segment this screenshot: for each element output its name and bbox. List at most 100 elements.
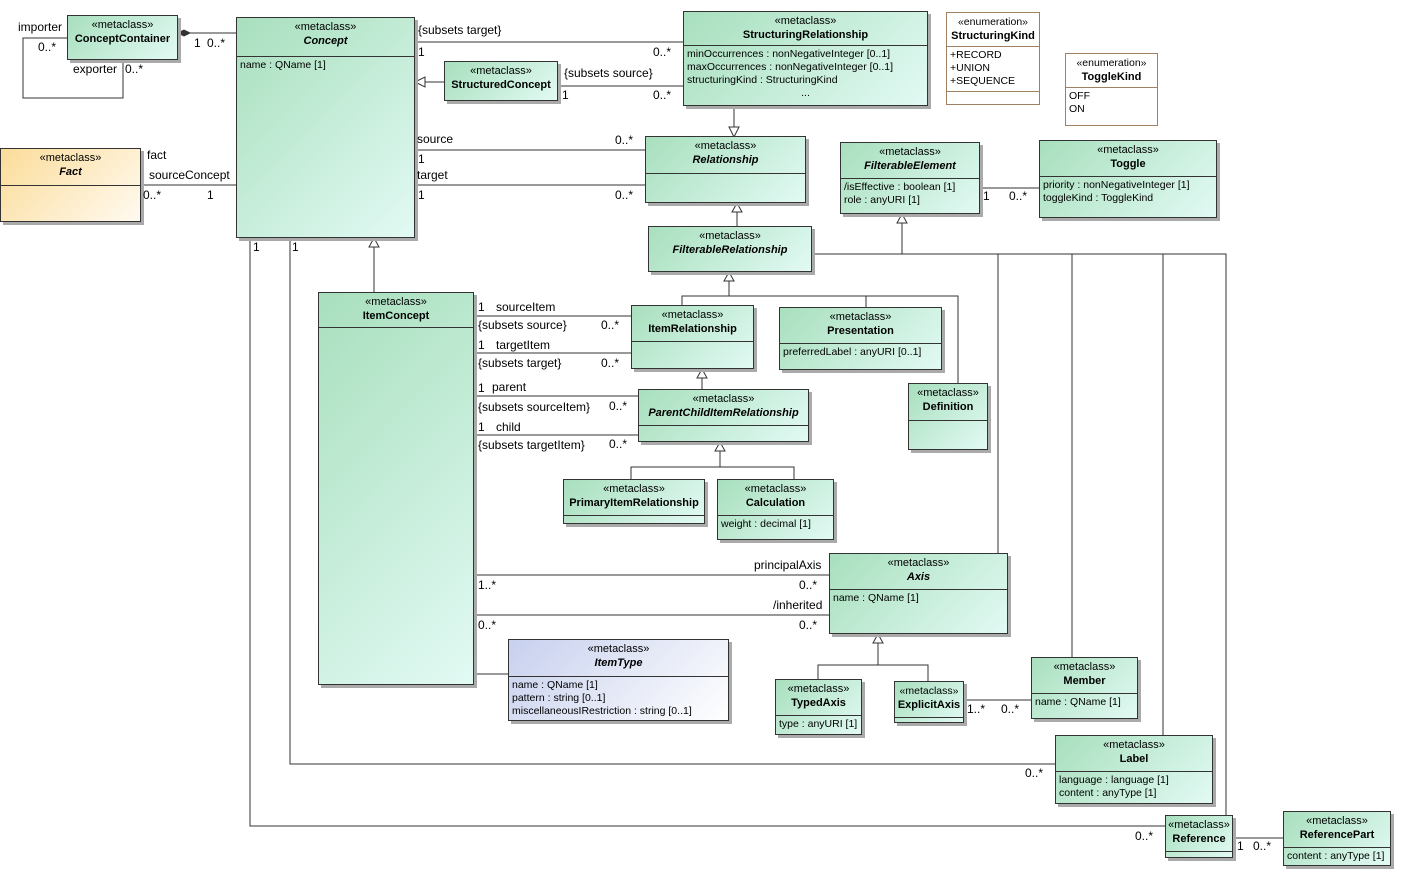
stereotype: «metaclass» — [699, 230, 761, 242]
class-name: ToggleKind — [1081, 71, 1142, 83]
class-name: ExplicitAxis — [897, 699, 961, 711]
stereotype: «metaclass» — [899, 685, 959, 697]
attribute-compartment: preferredLabel : anyURI [0..1] — [780, 343, 941, 361]
enum-structuringkind[interactable]: «enumeration»StructuringKind +RECORD +UN… — [946, 12, 1040, 105]
filterable-generalization-hub — [812, 253, 1227, 815]
stereotype: «metaclass» — [1097, 144, 1159, 156]
concept-label-line — [289, 238, 1055, 765]
stereotype: «metaclass» — [587, 643, 650, 655]
class-name: StructuredConcept — [451, 79, 551, 91]
class-parentchilditemrelationship[interactable]: «metaclass»ParentChildItemRelationship — [638, 389, 809, 442]
class-filterableelement[interactable]: «metaclass»FilterableElement /isEffectiv… — [840, 142, 980, 214]
class-name: Label — [1119, 753, 1149, 765]
generalization-arrow — [872, 632, 884, 644]
class-presentation[interactable]: «metaclass»Presentation preferredLabel :… — [779, 307, 942, 370]
container-self-association — [22, 37, 124, 99]
multiplicity-label: 0..* — [478, 618, 497, 632]
class-axis[interactable]: «metaclass»Axis name : QName [1] — [829, 553, 1008, 634]
multiplicity-label: 1 — [194, 36, 201, 50]
class-explicitaxis[interactable]: «metaclass» ExplicitAxis — [894, 681, 964, 723]
stereotype: «metaclass» — [829, 311, 892, 323]
concept-reference-line — [249, 238, 1165, 827]
multiplicity-label: 0..* — [143, 188, 162, 202]
generalization-arrow — [896, 212, 908, 224]
attribute-compartment — [564, 515, 704, 520]
attribute-compartment: name : QName [1] — [237, 56, 414, 74]
role-label: fact — [147, 148, 167, 162]
class-referencepart[interactable]: «metaclass»ReferencePart content : anyTy… — [1283, 811, 1391, 866]
class-definition[interactable]: «metaclass»Definition — [908, 383, 988, 450]
enum-togglekind[interactable]: «enumeration» ToggleKind OFF ON — [1065, 53, 1158, 126]
attribute: weight : decimal [1] — [721, 518, 811, 530]
class-member[interactable]: «metaclass»Member name : QName [1] — [1031, 657, 1138, 719]
attribute: name : QName [1] — [1035, 696, 1121, 708]
multiplicity-label: 1..* — [967, 702, 986, 716]
class-relationship[interactable]: «metaclass»Relationship — [645, 136, 806, 203]
literal-compartment: +RECORD +UNION +SEQUENCE — [947, 46, 1039, 91]
class-itemrelationship[interactable]: «metaclass»ItemRelationship — [631, 305, 754, 369]
stereotype: «metaclass» — [294, 21, 357, 33]
class-typedaxis[interactable]: «metaclass»TypedAxis type : anyURI [1] — [775, 679, 862, 735]
multiplicity-label: 1 — [418, 188, 425, 202]
attribute-compartment: /isEffective : boolean [1] role : anyURI… — [841, 178, 979, 209]
enum-literal: OFF — [1069, 90, 1090, 102]
attribute: language : language [1] — [1059, 774, 1169, 786]
generalization-arrow — [413, 76, 426, 88]
class-reference[interactable]: «metaclass»Reference — [1165, 815, 1233, 858]
stereotype: «metaclass» — [470, 65, 532, 77]
multiplicity-label: 0..* — [609, 399, 628, 413]
generalization-arrow — [728, 126, 740, 139]
class-concept[interactable]: «metaclass»Concept name : QName [1] — [236, 17, 415, 238]
class-name: ItemConcept — [362, 310, 430, 322]
class-filterablerelationship[interactable]: «metaclass»FilterableRelationship — [648, 226, 812, 272]
multiplicity-label: 1 — [478, 420, 485, 434]
multiplicity-label: 0..* — [38, 40, 57, 54]
multiplicity-label: 1 — [207, 188, 214, 202]
attribute-compartment — [909, 420, 987, 425]
stereotype: «enumeration» — [1076, 57, 1147, 69]
class-calculation[interactable]: «metaclass»Calculation weight : decimal … — [717, 479, 834, 540]
class-name: Axis — [906, 571, 931, 583]
class-fact[interactable]: «metaclass»Fact — [0, 148, 141, 222]
multiplicity-label: 0..* — [125, 62, 144, 76]
multiplicity-label: 1 — [292, 240, 299, 254]
multiplicity-label: 1 — [418, 152, 425, 166]
enum-literal: ON — [1069, 103, 1085, 115]
role-label: parent — [492, 380, 527, 394]
class-structuredconcept[interactable]: «metaclass» StructuredConcept — [444, 61, 558, 101]
class-conceptcontainer[interactable]: «metaclass» ConceptContainer — [67, 15, 178, 60]
stereotype: «metaclass» — [1103, 739, 1165, 751]
class-structuringrelationship[interactable]: «metaclass»StructuringRelationship minOc… — [683, 11, 928, 106]
multiplicity-label: 1 — [478, 381, 485, 395]
attribute-compartment — [639, 425, 808, 430]
class-itemtype[interactable]: «metaclass»ItemType name : QName [1] pat… — [508, 639, 729, 721]
attribute-compartment: weight : decimal [1] — [718, 515, 833, 533]
attribute: type : anyURI [1] — [779, 718, 858, 730]
stereotype: «metaclass» — [91, 19, 154, 31]
multiplicity-label: 0..* — [1001, 702, 1020, 716]
attribute: content : anyType [1] — [1059, 787, 1157, 799]
attribute-ellipsis: ... — [801, 87, 810, 99]
role-label: importer — [18, 20, 63, 34]
class-name: FilterableElement — [864, 160, 956, 172]
multiplicity-label: 0..* — [615, 133, 634, 147]
stereotype: «metaclass» — [603, 483, 665, 495]
stereotype: «metaclass» — [1053, 661, 1116, 673]
attribute: content : anyType [1] — [1287, 850, 1385, 862]
generalization-arrow — [731, 201, 743, 213]
role-label: sourceItem — [496, 300, 556, 314]
composition-diamond — [176, 29, 192, 37]
role-label: target — [417, 168, 448, 182]
class-label[interactable]: «metaclass» Label language : language [1]… — [1055, 735, 1213, 804]
attribute: name : QName [1] — [512, 679, 598, 691]
class-itemconcept[interactable]: «metaclass»ItemConcept — [318, 292, 474, 685]
class-name: Reference — [1172, 833, 1226, 845]
role-label: source — [417, 132, 454, 146]
class-primaryitemrelationship[interactable]: «metaclass»PrimaryItemRelationship — [563, 479, 705, 524]
attribute-compartment — [319, 327, 473, 332]
class-toggle[interactable]: «metaclass»Toggle priority : nonNegative… — [1039, 140, 1217, 218]
class-name: ConceptContainer — [74, 33, 171, 45]
attribute: name : QName [1] — [833, 592, 919, 604]
attribute-compartment — [1166, 851, 1232, 856]
